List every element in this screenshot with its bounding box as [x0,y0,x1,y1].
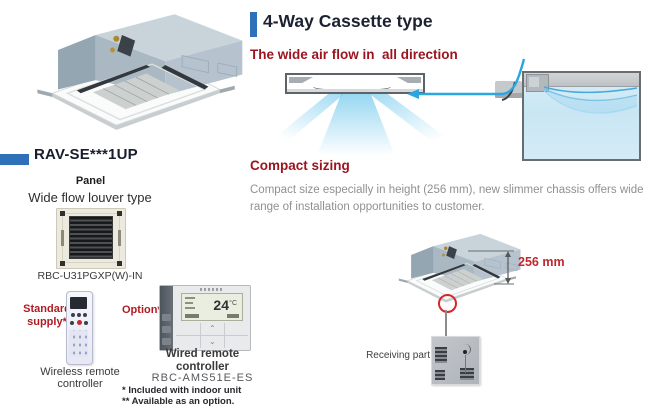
lcd-glyph [185,307,195,309]
brand-logo-mark [200,288,222,291]
chevron-down-icon: ⌄ [209,337,216,346]
ceiling-unit [526,74,549,92]
callout-connector-line [445,310,447,336]
wireless-remote-image [66,291,93,365]
panel-code-label: RBC-U31PGXP(W)-IN [37,270,143,282]
panel-side-clip [61,230,64,246]
ceiling-band [524,73,639,87]
panel-corner-mark [60,211,65,216]
cassette-base-strip [287,89,423,92]
panel-grille-slats [69,216,113,259]
panel-corner-mark [117,211,122,216]
footnote-included: * Included with indoor unit [122,385,242,396]
airflow-heading: The wide air flow in all direction [250,47,458,62]
ceiling-unit-face [529,77,539,87]
panel-corner-mark [60,261,65,266]
lcd-glyph [227,314,239,318]
lcd-glyph [185,297,195,299]
cassette-unit-hero-image [36,13,243,131]
wireless-remote-power-button [77,320,82,325]
detail-vent [435,370,445,380]
title-accent-bar [250,12,257,37]
wired-remote-caption: Wired remote controller [165,348,240,373]
wired-remote-lcd: 24 °C [181,293,243,321]
dimension-label: 256 mm [518,255,565,269]
model-heading: RAV-SE***1UP [34,146,138,163]
wired-remote-image: 24 °C ⌃ ⌄ [159,285,251,351]
compact-sizing-body: Compact size especially in height (256 m… [250,184,644,213]
wireless-remote-display [70,297,87,309]
airflow-curve [418,58,526,96]
receiver-wire [465,355,466,373]
standard-supply-label: Standard supply* [23,303,71,328]
panel-side-clip [118,230,121,246]
detail-vent [435,347,447,363]
receiving-part-label: Receiving part [366,350,430,361]
wireless-remote-button [77,313,81,317]
arrow-up-icon [505,251,511,257]
page-title: 4-Way Cassette type [263,11,433,31]
lcd-glyph [185,314,199,318]
receiving-part-detail-image [431,336,480,385]
lcd-temperature-unit: °C [229,300,237,307]
ceiling-airflow-illustration [522,71,641,161]
wired-remote-button-divider [176,335,248,336]
wired-remote-side-button [162,338,171,345]
wireless-remote-keypad [69,330,88,357]
cassette-vent-wedge [289,77,313,83]
cassette-side-view [285,73,425,94]
wired-remote-side-button [162,314,171,321]
model-accent-bar [0,154,29,165]
wireless-remote-button [84,321,88,325]
wired-remote-code: RBC-AMS51E-ES [151,372,254,384]
receiving-part-highlight-circle [438,294,457,313]
wireless-remote-button [71,313,75,317]
arrow-left-icon [407,89,419,99]
lcd-temperature-value: 24 [213,297,229,313]
airflow-streamlines [543,86,638,114]
wireless-remote-caption: Wireless remote controller [40,366,120,390]
height-dimension-marker [468,250,514,285]
lcd-glyph [185,302,193,304]
panel-label: Panel [75,175,106,187]
wired-remote-side-button [162,326,171,333]
airflow-illustration [262,63,498,158]
dimension-ticks [468,250,514,285]
panel-corner-mark [117,261,122,266]
panel-type-label: Wide flow louver type [28,190,152,205]
option-label: Option** [122,304,166,316]
receiver-sensor-arc [459,344,471,355]
wireless-remote-button [83,313,87,317]
wireless-remote-button [70,321,74,325]
detail-vent [460,368,474,380]
panel-grille-image [56,208,126,269]
airflow-deflector-arrow [407,58,526,101]
footnote-option: ** Available as an option. [122,396,235,406]
cassette-vent-wedge [397,77,421,83]
arrow-down-icon [505,278,511,284]
chevron-up-icon: ⌃ [209,324,216,333]
compact-sizing-heading: Compact sizing [250,158,350,173]
